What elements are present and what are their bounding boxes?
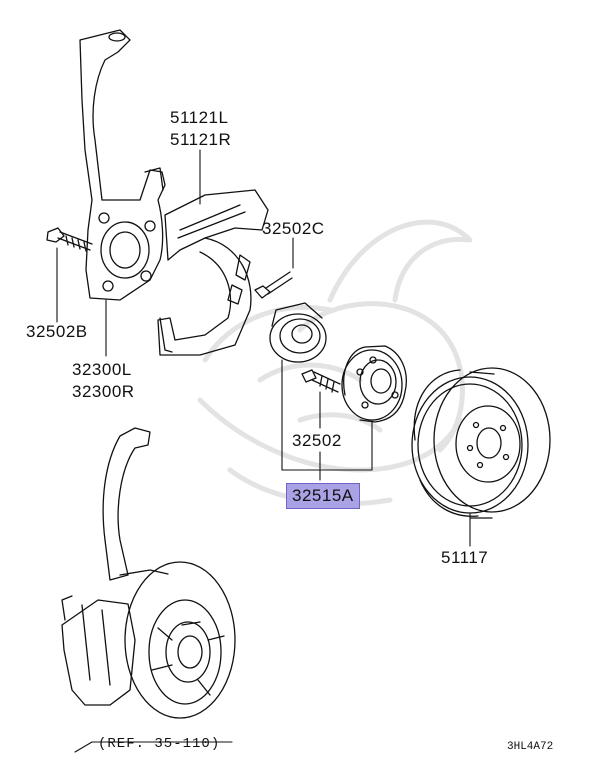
part-label-32300L: 32300L — [72, 360, 132, 379]
hub-bearing — [269, 302, 327, 363]
part-label-32300R: 32300R — [72, 382, 135, 401]
part-label-32502B: 32502B — [26, 322, 88, 341]
diagram-code: 3HL4A72 — [507, 741, 554, 753]
steering-knuckle — [79, 29, 166, 301]
dust-shield — [157, 189, 269, 356]
hub-bolt — [301, 369, 341, 393]
part-label-51121R: 51121R — [170, 130, 232, 149]
brake-disc — [411, 367, 551, 519]
reference-note: (REF. 35-110) — [98, 736, 221, 752]
assembled-corner-reference — [61, 427, 236, 719]
part-label-51117: 51117 — [441, 548, 489, 567]
part-label-32515A-highlighted[interactable]: 32515A — [286, 483, 360, 509]
part-label-51121L: 51121L — [170, 108, 229, 127]
part-label-32502C: 32502C — [262, 219, 325, 238]
leader-lines — [56, 149, 471, 753]
watermark-logo — [197, 219, 473, 507]
wheel-hub — [341, 345, 407, 423]
part-label-32502: 32502 — [292, 431, 342, 450]
knuckle-bolt — [46, 227, 93, 252]
shield-bolt — [254, 271, 293, 299]
